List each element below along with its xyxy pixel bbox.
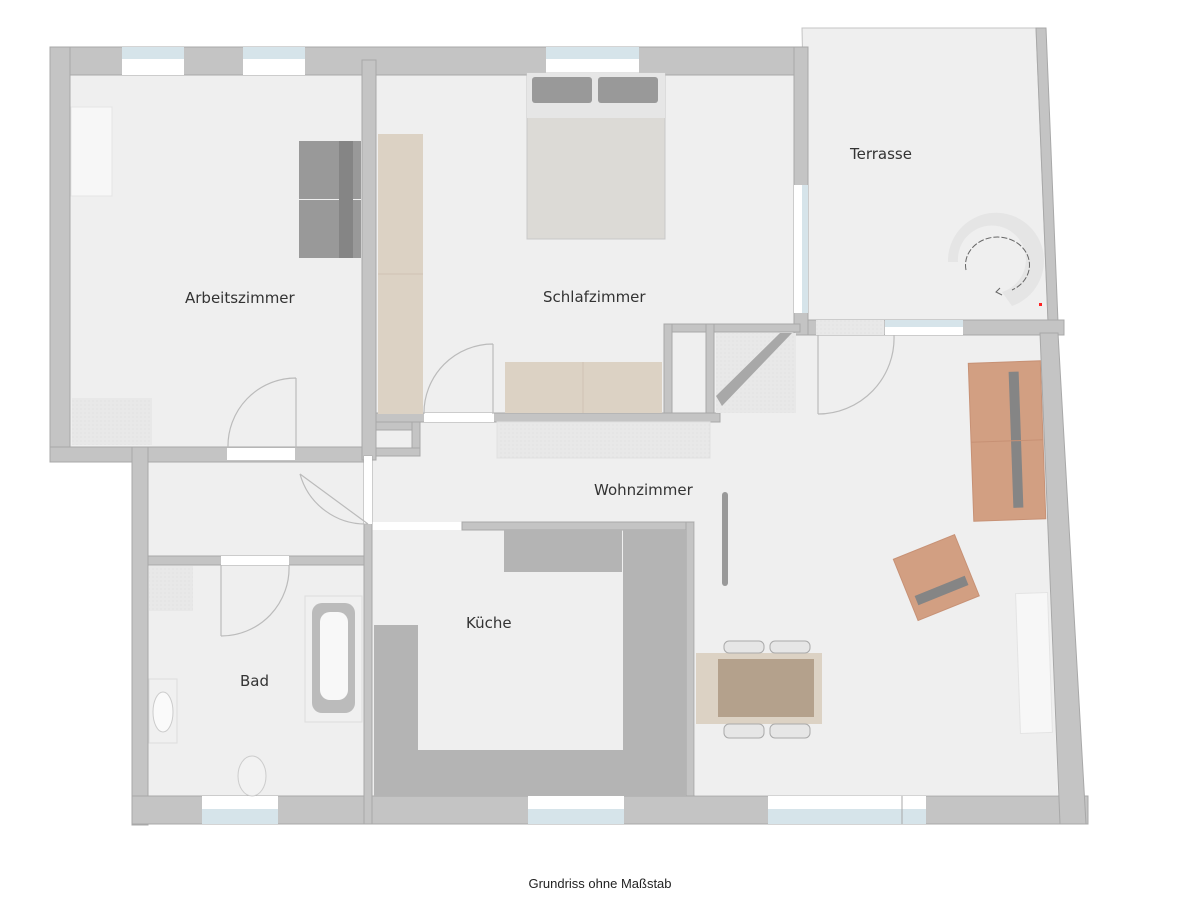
armchair[interactable] — [892, 533, 980, 622]
plan-caption: Grundriss ohne Maßstab — [528, 876, 672, 891]
kitchen-counter-l[interactable] — [414, 530, 686, 796]
tall-cabinets[interactable] — [374, 625, 418, 796]
furniture — [70, 72, 1053, 797]
shelf[interactable] — [1015, 591, 1053, 735]
floor-arbeitszimmer[interactable] — [70, 75, 362, 447]
room-label-wohnzimmer: Wohnzimmer — [594, 481, 693, 499]
toilet[interactable] — [237, 755, 267, 797]
double-bed[interactable] — [526, 72, 666, 240]
room-label-kueche: Küche — [466, 614, 512, 632]
room-label-arbeitszimmer: Arbeitszimmer — [185, 289, 295, 307]
window — [794, 185, 808, 313]
windows — [122, 47, 963, 824]
window — [546, 47, 639, 75]
door-arbeitszimmer[interactable] — [227, 377, 297, 460]
room-divider[interactable] — [722, 492, 728, 586]
room-label-schlafzimmer: Schlafzimmer — [543, 288, 646, 306]
dining-table[interactable] — [696, 653, 822, 724]
washing-machine[interactable] — [149, 566, 193, 611]
window — [202, 796, 278, 824]
window — [243, 47, 305, 75]
floor-terrasse[interactable] — [801, 27, 1049, 321]
chairs[interactable] — [723, 640, 811, 739]
window — [122, 47, 184, 75]
bathtub[interactable] — [304, 595, 363, 723]
spiral-staircase[interactable] — [947, 212, 1044, 306]
room-label-bad: Bad — [240, 672, 270, 690]
floor-flur[interactable] — [148, 460, 364, 556]
door-flur[interactable] — [299, 456, 372, 525]
sink[interactable] — [148, 678, 178, 744]
closet-door-panel — [716, 333, 792, 406]
stair-marker — [1039, 303, 1042, 306]
window — [528, 796, 624, 824]
radiator-shelf — [496, 421, 711, 459]
window — [768, 796, 926, 824]
doors — [220, 334, 895, 637]
desk[interactable] — [70, 106, 113, 197]
sideboard[interactable] — [72, 398, 152, 445]
door-terrasse[interactable] — [817, 334, 895, 415]
door-schlafzimmer[interactable] — [423, 343, 494, 422]
window — [816, 320, 963, 335]
armchairs[interactable] — [299, 141, 361, 258]
sofa[interactable] — [967, 360, 1047, 522]
room-label-terrasse: Terrasse — [850, 145, 912, 163]
door-bad[interactable] — [220, 556, 290, 637]
